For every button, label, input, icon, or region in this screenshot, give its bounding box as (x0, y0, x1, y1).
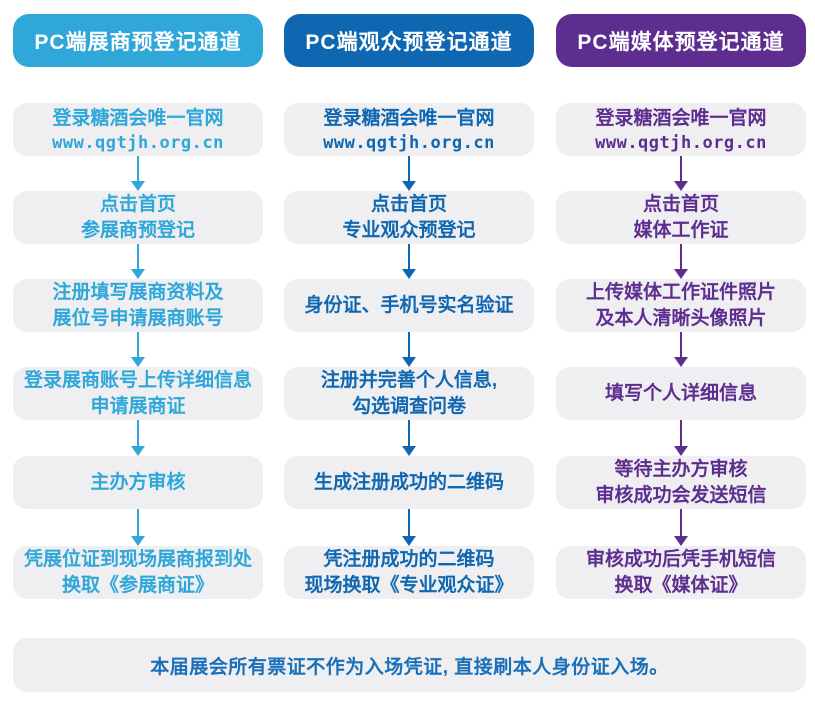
channel-column-visitor: PC端观众预登记通道登录糖酒会唯一官网 www.qgtjh.org.cn 点击首页专… (284, 0, 534, 703)
step-text-line: 登录糖酒会唯一官网 (595, 107, 767, 129)
down-arrow-icon (674, 332, 688, 367)
step-text-line: 注册并完善个人信息, (320, 369, 498, 391)
step-box-exhibitor-5: 主办方审核 (13, 456, 263, 509)
down-arrow-icon (402, 244, 416, 279)
step-box-exhibitor-6: 凭展位证到现场展商报到处换取《参展商证》 (13, 546, 263, 599)
down-arrow-icon (674, 156, 688, 191)
down-arrow-icon (131, 420, 145, 456)
step-text-line: 生成注册成功的二维码 (313, 471, 504, 493)
down-arrow-icon (402, 332, 416, 367)
step-box-media-4: 填写个人详细信息 (556, 367, 806, 420)
channel-column-media: PC端媒体预登记通道登录糖酒会唯一官网 www.qgtjh.org.cn 点击首页媒… (556, 0, 806, 703)
down-arrow-icon (674, 244, 688, 279)
step-text-line: 身份证、手机号实名验证 (304, 294, 514, 316)
channel-header-label: PC端媒体预登记通道 (577, 30, 785, 54)
footer-note: 本届展会所有票证不作为入场凭证, 直接刷本人身份证入场。 (13, 638, 806, 692)
channel-header-label: PC端观众预登记通道 (305, 30, 513, 54)
step-box-visitor-6: 凭注册成功的二维码现场换取《专业观众证》 (284, 546, 534, 599)
step-box-exhibitor-1: 登录糖酒会唯一官网 www.qgtjh.org.cn (13, 103, 263, 156)
step-text-line: 点击首页 (642, 193, 719, 215)
step-text-line: 主办方审核 (90, 471, 186, 493)
step-text-line: 等待主办方审核 (614, 458, 748, 480)
down-arrow-icon (402, 420, 416, 456)
down-arrow-icon (131, 509, 145, 546)
step-text-line: 换取《媒体证》 (614, 574, 748, 596)
step-text-line: 点击首页 (99, 193, 176, 215)
step-box-media-3: 上传媒体工作证件照片及本人清晰头像照片 (556, 279, 806, 332)
step-text-line: 登录展商账号上传详细信息 (23, 369, 252, 391)
down-arrow-icon (402, 509, 416, 546)
step-box-media-1: 登录糖酒会唯一官网 www.qgtjh.org.cn (556, 103, 806, 156)
channel-header-visitor: PC端观众预登记通道 (284, 14, 534, 67)
step-text-line: 凭展位证到现场展商报到处 (23, 548, 252, 570)
step-text-line: 参展商预登记 (80, 219, 195, 241)
step-text-line: www.qgtjh.org.cn (595, 132, 767, 153)
step-text-line: 点击首页 (370, 193, 447, 215)
step-box-exhibitor-4: 登录展商账号上传详细信息申请展商证 (13, 367, 263, 420)
step-box-exhibitor-3: 注册填写展商资料及展位号申请展商账号 (13, 279, 263, 332)
step-text-line: www.qgtjh.org.cn (323, 132, 495, 153)
step-box-visitor-1: 登录糖酒会唯一官网 www.qgtjh.org.cn (284, 103, 534, 156)
step-text-line: 审核成功后凭手机短信 (585, 548, 776, 570)
step-box-media-5: 等待主办方审核审核成功会发送短信 (556, 456, 806, 509)
step-text-line: 专业观众预登记 (342, 219, 476, 241)
step-text-line: 勾选调查问卷 (351, 395, 466, 417)
step-text-line: 填写个人详细信息 (604, 382, 757, 404)
step-text-line: 申请展商证 (90, 395, 186, 417)
down-arrow-icon (131, 244, 145, 279)
step-text-line: www.qgtjh.org.cn (52, 132, 224, 153)
step-box-visitor-4: 注册并完善个人信息, 勾选调查问卷 (284, 367, 534, 420)
step-text-line: 换取《参展商证》 (61, 574, 214, 596)
step-text-line: 注册填写展商资料及 (52, 281, 224, 303)
step-box-exhibitor-2: 点击首页参展商预登记 (13, 191, 263, 244)
step-text-line: 登录糖酒会唯一官网 (52, 107, 224, 129)
channel-column-exhibitor: PC端展商预登记通道登录糖酒会唯一官网 www.qgtjh.org.cn 点击首页参… (13, 0, 263, 703)
step-text-line: 现场换取《专业观众证》 (304, 574, 514, 596)
down-arrow-icon (131, 156, 145, 191)
step-text-line: 展位号申请展商账号 (52, 307, 224, 329)
step-box-visitor-2: 点击首页专业观众预登记 (284, 191, 534, 244)
down-arrow-icon (674, 509, 688, 546)
down-arrow-icon (402, 156, 416, 191)
step-box-media-2: 点击首页媒体工作证 (556, 191, 806, 244)
step-text-line: 上传媒体工作证件照片 (585, 281, 776, 303)
step-box-media-6: 审核成功后凭手机短信换取《媒体证》 (556, 546, 806, 599)
channel-header-media: PC端媒体预登记通道 (556, 14, 806, 67)
down-arrow-icon (674, 420, 688, 456)
channel-header-label: PC端展商预登记通道 (34, 30, 242, 54)
channel-header-exhibitor: PC端展商预登记通道 (13, 14, 263, 67)
step-text-line: 及本人清晰头像照片 (595, 307, 767, 329)
step-box-visitor-5: 生成注册成功的二维码 (284, 456, 534, 509)
step-text-line: 登录糖酒会唯一官网 (323, 107, 495, 129)
step-text-line: 审核成功会发送短信 (595, 484, 767, 506)
step-text-line: 媒体工作证 (633, 219, 729, 241)
step-box-visitor-3: 身份证、手机号实名验证 (284, 279, 534, 332)
footer-note-text: 本届展会所有票证不作为入场凭证, 直接刷本人身份证入场。 (150, 656, 669, 678)
down-arrow-icon (131, 332, 145, 367)
step-text-line: 凭注册成功的二维码 (323, 548, 495, 570)
